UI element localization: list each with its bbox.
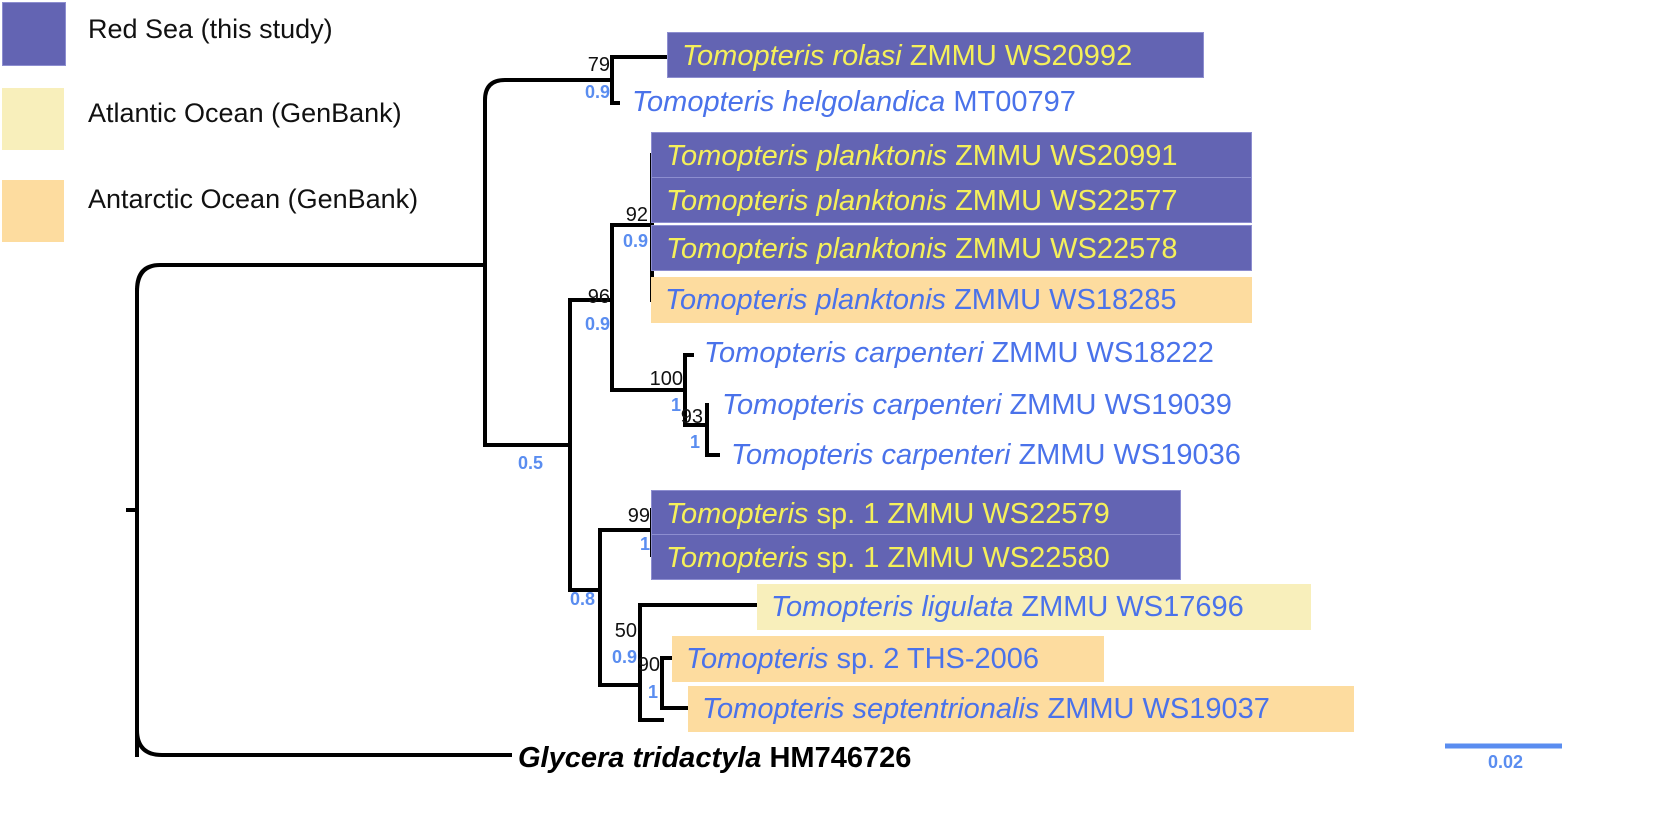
posterior-probability: 1 [639,534,650,554]
taxon-name: Tomopteris [666,542,809,574]
scale-bar-label: 0.02 [1488,752,1524,772]
legend-swatch-red-sea [2,2,66,66]
taxon-name: Tomopteris ligulata [771,591,1014,623]
bootstrap-value: 100 [649,368,683,390]
tip-label: Tomopteris rolasi ZMMU WS20992 [667,32,1204,78]
legend-label-atlantic: Atlantic Ocean (GenBank) [88,98,402,128]
tip-label: Tomopteris sp. 1 ZMMU WS22580 [651,534,1181,580]
voucher-id: sp. 1 ZMMU WS22579 [808,498,1110,530]
taxon-name: Tomopteris [666,498,809,530]
taxon-name: Tomopteris planktonis [666,233,948,265]
branch-clade-rolasi [483,78,614,447]
bootstrap-value: 96 [587,286,610,308]
voucher-id: MT00797 [945,86,1076,118]
tip-label: Tomopteris septentrionalis ZMMU WS19037 [688,686,1354,732]
voucher-id: ZMMU WS20991 [947,140,1178,172]
voucher-id: ZMMU WS19039 [1001,389,1232,421]
tip-label: Tomopteris sp. 2 THS-2006 [672,636,1104,682]
voucher-id: ZMMU WS19036 [1010,439,1241,471]
voucher-id: ZMMU WS18285 [946,284,1177,316]
taxon-name: Tomopteris helgolandica [632,86,946,118]
taxon-name: Tomopteris rolasi [682,40,902,72]
posterior-probability: 1 [647,682,658,702]
tip-label: Tomopteris carpenteri ZMMU WS19039 [708,382,1298,428]
taxon-name: Tomopteris carpenteri [731,439,1011,471]
taxon-name: Tomopteris planktonis [666,185,948,217]
tip-label: Glycera tridactyla HM746726 [510,735,923,781]
taxon-name: Glycera tridactyla [518,742,762,774]
taxon-name: Tomopteris carpenteri [722,389,1002,421]
voucher-id: ZMMU WS22578 [947,233,1178,265]
tip-label: Tomopteris helgolandica MT00797 [618,79,1138,125]
voucher-id: ZMMU WS18222 [983,337,1214,369]
tip-label: Tomopteris carpenteri ZMMU WS18222 [690,330,1280,376]
taxon-name: Tomopteris septentrionalis [702,693,1040,725]
legend-label-antarctic: Antarctic Ocean (GenBank) [88,184,419,214]
voucher-id: HM746726 [761,742,912,774]
voucher-id: sp. 1 ZMMU WS22580 [808,542,1110,574]
voucher-id: ZMMU WS20992 [901,40,1133,72]
tip-label: Tomopteris planktonis ZMMU WS18285 [651,277,1252,323]
legend-swatch-atlantic [2,88,64,150]
posterior-probability: 0.8 [569,589,595,609]
posterior-probability: 1 [670,395,681,415]
voucher-id: ZMMU WS19037 [1039,693,1270,725]
posterior-probability: 0.9 [584,82,610,102]
branch-root-outgroup [135,288,512,757]
taxon-name: Tomopteris [686,643,829,675]
branch-root-ingroup [134,263,487,758]
posterior-probability: 0.9 [622,231,648,251]
legend-swatch-antarctic [2,180,64,242]
bootstrap-value: 92 [625,204,648,226]
taxon-name: Tomopteris carpenteri [704,337,984,369]
bootstrap-value: 99 [627,505,650,527]
taxon-name: Tomopteris planktonis [665,284,947,316]
bootstrap-value: 90 [637,654,660,676]
taxon-name: Tomopteris planktonis [666,140,948,172]
tip-label: Tomopteris ligulata ZMMU WS17696 [757,584,1311,630]
posterior-probability: 0.9 [611,647,637,667]
voucher-id: ZMMU WS22577 [947,185,1178,217]
posterior-probability: 0.5 [517,453,543,473]
voucher-id: ZMMU WS17696 [1013,591,1244,623]
voucher-id: sp. 2 THS-2006 [828,643,1040,675]
posterior-probability: 1 [689,432,700,452]
tip-label: Tomopteris sp. 1 ZMMU WS22579 [651,490,1181,536]
tip-label: Tomopteris planktonis ZMMU WS22577 [651,177,1252,223]
legend-label-red-sea: Red Sea (this study) [88,14,333,44]
bootstrap-value: 50 [614,620,637,642]
tip-label: Tomopteris planktonis ZMMU WS22578 [651,225,1252,271]
bootstrap-value: 93 [680,406,703,428]
tip-label: Tomopteris carpenteri ZMMU WS19036 [717,432,1307,478]
posterior-probability: 0.9 [584,314,610,334]
bootstrap-value: 79 [587,54,610,76]
tip-label: Tomopteris planktonis ZMMU WS20991 [651,132,1252,178]
